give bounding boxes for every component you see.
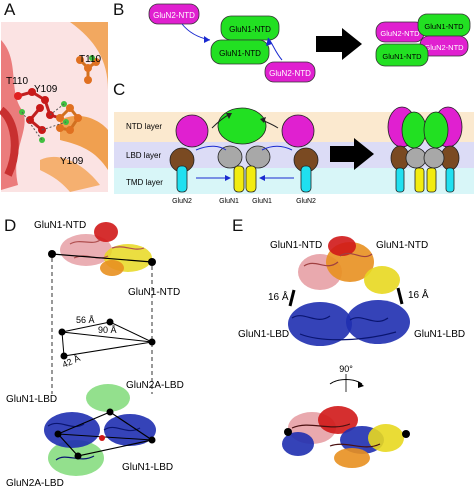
panel-letter-e: E [232,216,244,235]
panel-letter-a: A [4,0,16,19]
glun1-ntd-label-d-left: GluN1-NTD [34,220,86,231]
glun1-ntd-label-after-top: GluN1-NTD [424,22,464,31]
glun2a-lbd-label-d-bottom: GluN2A-LBD [6,478,64,489]
blue-arrow-lbd-left [195,145,227,151]
panel-a-structure: T110 T110 Y109 Y109 [0,22,108,192]
glun1-lbd-after-left [405,147,427,169]
glun1-lbd-label-e-right: GluN1-LBD [414,329,465,340]
transition-arrow-b [316,28,362,60]
glun2-ntd-right [281,114,315,148]
residue-label-t110-left: T110 [6,76,28,87]
glun1-ntd-label-before-bottom: GluN1-NTD [219,49,261,58]
panel-letter-d: D [4,216,17,235]
glun1-ntd-label-after-bottom: GluN1-NTD [382,52,422,61]
glun2-tmd-after-left [395,167,405,193]
lbd-ribbon-cluster-e [288,300,410,346]
glun2-ntd-label-after-right: GluN2-NTD [424,43,464,52]
glun1-ntd-after-right [423,111,449,149]
glun1-lbd-after-right [423,147,445,169]
glun1-tmd-after-left [414,167,425,193]
glun2-ntd-left [175,114,209,148]
rotation-angle-label: 90° [339,364,353,374]
subunit-label-glun2-right: GluN2 [296,198,316,205]
orange-ribbon-bottom [40,156,100,192]
glun1-ntd-label-before-top: GluN1-NTD [229,25,271,34]
glun1-ntd-label-d-right: GluN1-NTD [128,287,180,298]
panel-c-schematic: NTD layer LBD layer TMD layer GluN2 GluN… [114,106,474,205]
distance-label-16-left: 16 Å [268,290,289,303]
subunit-label-glun1-right: GluN1 [252,198,272,205]
distance-label-56: 56 Å [76,315,95,325]
red-helix-ribbon [1,40,25,190]
blue-arrow-bottom [267,37,283,61]
glun2-ntd-blob-before-top [148,3,200,25]
subunit-label-glun1-left: GluN1 [219,198,239,205]
lbd-layer-label: LBD layer [126,151,161,160]
glun1-lbd-left [217,145,243,169]
glun2-ntd-label-before-top: GluN2-NTD [153,11,195,20]
red-helix-strand [0,106,19,177]
residue-label-y109-lower: Y109 [60,156,84,167]
subunit-label-glun2-left: GluN2 [172,198,192,205]
panel-letter-b: B [113,0,125,19]
tmd-layer-label: TMD layer [126,178,163,187]
glun1-tmd-right [245,165,257,193]
residue-label-y109-upper: Y109 [34,84,58,95]
glun1-tmd-left [233,165,245,193]
glun1-ntd-after-left [401,111,427,149]
glun1-lbd-label-d-right: GluN1-LBD [122,462,173,473]
blue-arrow-lbd-right [261,145,293,151]
glun1-lbd-label-e-left: GluN1-LBD [238,329,289,340]
rotated-view-cluster-e [282,406,410,468]
panel-d-structure: GluN1-NTD GluN1-NTD 56 Å 90 Å 42 Å GluN1… [6,220,184,489]
glun2-ntd-label-before-bottom: GluN2-NTD [269,69,311,78]
glun2-tmd-after-right [445,167,455,193]
glun1-ntd-blob-before-bottom [210,39,270,65]
ntd-layer-label: NTD layer [126,122,162,131]
glun1-tmd-after-right [426,167,437,193]
glun2-ntd-blob-before-bottom [264,61,316,83]
glun1-ntd-label-e-right: GluN1-NTD [376,240,428,251]
ball-stick-residues [14,55,100,143]
tmd-layer-band [114,168,474,194]
panel-b-schematic: GluN2-NTD GluN1-NTD GluN1-NTD GluN2-NTD … [148,3,471,83]
glun1-lbd-label-d-left: GluN1-LBD [6,394,57,405]
glun1-ntd-label-e-left: GluN1-NTD [270,240,322,251]
glun2-tmd-right [300,165,312,193]
panel-e-structure: GluN1-NTD GluN1-NTD 16 Å 16 Å GluN1-LBD … [238,236,465,468]
glun2-tmd-left [176,165,188,193]
distance-label-16-right: 16 Å [408,288,429,301]
transition-arrow-c [330,138,374,170]
glun1-ntd-center [217,107,267,145]
orange-ribbon-top [70,22,108,90]
distance-label-90: 90 Å [98,325,117,335]
glun2-ntd-label-after-left-top: GluN2-NTD [380,29,420,38]
glun2a-lbd-label-d-top: GluN2A-LBD [126,380,184,391]
glun1-lbd-right [245,145,271,169]
residue-label-t110-right: T110 [79,54,101,65]
ntd-ribbon-cluster-e [298,236,400,294]
panel-letter-c: C [113,80,126,99]
glun1-ntd-blob-after-bottom [375,43,429,67]
